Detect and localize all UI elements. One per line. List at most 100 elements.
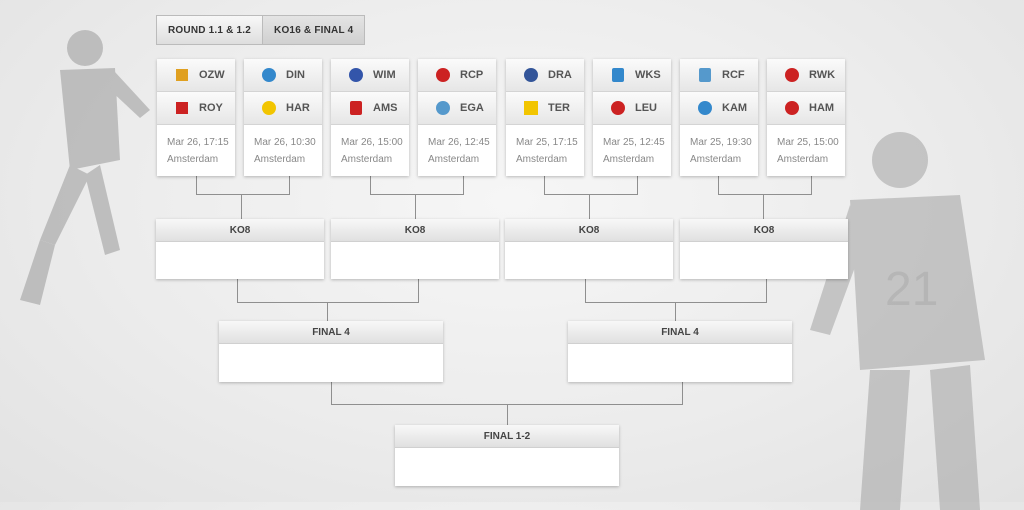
- team-code: EGA: [460, 102, 484, 114]
- match-venue: Amsterdam: [690, 154, 742, 165]
- team-row-home[interactable]: RCP: [418, 59, 496, 92]
- match-venue: Amsterdam: [254, 154, 306, 165]
- match-date: Mar 25, 17:15: [516, 137, 578, 148]
- team-row-away[interactable]: AMS: [331, 92, 409, 125]
- team-code: KAM: [722, 102, 748, 114]
- team-row-home[interactable]: DIN: [244, 59, 322, 92]
- team-logo-icon: [176, 102, 188, 114]
- team-row-home[interactable]: WIM: [331, 59, 409, 92]
- team-code: RCF: [722, 69, 745, 81]
- match-info: Mar 25, 17:15 Amsterdam: [506, 125, 584, 168]
- match-venue: Amsterdam: [603, 154, 655, 165]
- team-code: WIM: [373, 69, 396, 81]
- ko8-label: KO8: [680, 219, 848, 242]
- final4-label: FINAL 4: [219, 321, 443, 344]
- team-code: TER: [548, 102, 570, 114]
- match-date: Mar 26, 10:30: [254, 137, 316, 148]
- team-row-away[interactable]: LEU: [593, 92, 671, 125]
- team-code: WKS: [635, 69, 661, 81]
- team-row-away[interactable]: HAR: [244, 92, 322, 125]
- team-logo-icon: [349, 68, 363, 82]
- team-row-away[interactable]: EGA: [418, 92, 496, 125]
- match-info: Mar 25, 15:00 Amsterdam: [767, 125, 845, 168]
- ko8-slot[interactable]: KO8: [156, 219, 324, 279]
- match-card[interactable]: DRA TER Mar 25, 17:15 Amsterdam: [506, 59, 584, 176]
- team-row-home[interactable]: WKS: [593, 59, 671, 92]
- team-code: RWK: [809, 69, 836, 81]
- ko8-slot[interactable]: KO8: [505, 219, 673, 279]
- team-code: OZW: [199, 69, 225, 81]
- team-row-away[interactable]: TER: [506, 92, 584, 125]
- match-venue: Amsterdam: [167, 154, 219, 165]
- match-venue: Amsterdam: [341, 154, 393, 165]
- team-logo-icon: [785, 68, 799, 82]
- team-row-home[interactable]: RCF: [680, 59, 758, 92]
- match-info: Mar 25, 12:45 Amsterdam: [593, 125, 671, 168]
- team-row-home[interactable]: OZW: [157, 59, 235, 92]
- ko8-label: KO8: [505, 219, 673, 242]
- final-slot[interactable]: FINAL 1-2: [395, 425, 619, 486]
- player-silhouette-right: 21: [810, 132, 985, 510]
- match-card[interactable]: RCF KAM Mar 25, 19:30 Amsterdam: [680, 59, 758, 176]
- svg-text:21: 21: [885, 263, 938, 316]
- team-row-home[interactable]: DRA: [506, 59, 584, 92]
- match-date: Mar 26, 15:00: [341, 137, 403, 148]
- team-logo-icon: [785, 101, 799, 115]
- match-venue: Amsterdam: [516, 154, 568, 165]
- round-tabs: ROUND 1.1 & 1.2 KO16 & FINAL 4: [156, 15, 366, 45]
- match-venue: Amsterdam: [428, 154, 480, 165]
- team-code: ROY: [199, 102, 223, 114]
- match-info: Mar 26, 17:15 Amsterdam: [157, 125, 235, 168]
- final4-slot[interactable]: FINAL 4: [219, 321, 443, 382]
- team-code: LEU: [635, 102, 657, 114]
- match-date: Mar 25, 15:00: [777, 137, 839, 148]
- match-card[interactable]: DIN HAR Mar 26, 10:30 Amsterdam: [244, 59, 322, 176]
- team-code: DIN: [286, 69, 305, 81]
- match-date: Mar 25, 12:45: [603, 137, 665, 148]
- team-code: HAM: [809, 102, 835, 114]
- match-venue: Amsterdam: [777, 154, 829, 165]
- team-logo-icon: [611, 101, 625, 115]
- match-info: Mar 26, 15:00 Amsterdam: [331, 125, 409, 168]
- team-logo-icon: [698, 101, 712, 115]
- team-logo-icon: [612, 68, 624, 82]
- match-card[interactable]: OZW ROY Mar 26, 17:15 Amsterdam: [157, 59, 235, 176]
- final4-label: FINAL 4: [568, 321, 792, 344]
- team-row-away[interactable]: ROY: [157, 92, 235, 125]
- match-card[interactable]: WKS LEU Mar 25, 12:45 Amsterdam: [593, 59, 671, 176]
- match-date: Mar 26, 12:45: [428, 137, 490, 148]
- team-row-home[interactable]: RWK: [767, 59, 845, 92]
- tab-ko16-final4[interactable]: KO16 & FINAL 4: [263, 15, 366, 45]
- team-row-away[interactable]: HAM: [767, 92, 845, 125]
- team-code: DRA: [548, 69, 572, 81]
- team-logo-icon: [524, 68, 538, 82]
- team-code: AMS: [373, 102, 398, 114]
- team-logo-icon: [262, 68, 276, 82]
- tab-round-1[interactable]: ROUND 1.1 & 1.2: [156, 15, 264, 45]
- match-date: Mar 25, 19:30: [690, 137, 752, 148]
- match-info: Mar 25, 19:30 Amsterdam: [680, 125, 758, 168]
- final-label: FINAL 1-2: [395, 425, 619, 448]
- team-code: HAR: [286, 102, 310, 114]
- team-logo-icon: [350, 101, 362, 115]
- match-card[interactable]: RCP EGA Mar 26, 12:45 Amsterdam: [418, 59, 496, 176]
- ko8-label: KO8: [156, 219, 324, 242]
- team-code: RCP: [460, 69, 484, 81]
- team-logo-icon: [176, 69, 188, 81]
- team-logo-icon: [436, 101, 450, 115]
- match-date: Mar 26, 17:15: [167, 137, 229, 148]
- ko8-label: KO8: [331, 219, 499, 242]
- ko8-slot[interactable]: KO8: [680, 219, 848, 279]
- match-info: Mar 26, 10:30 Amsterdam: [244, 125, 322, 168]
- player-silhouette-left: [20, 30, 150, 305]
- final4-slot[interactable]: FINAL 4: [568, 321, 792, 382]
- team-logo-icon: [262, 101, 276, 115]
- team-logo-icon: [699, 68, 711, 82]
- match-card[interactable]: RWK HAM Mar 25, 15:00 Amsterdam: [767, 59, 845, 176]
- match-card[interactable]: WIM AMS Mar 26, 15:00 Amsterdam: [331, 59, 409, 176]
- match-info: Mar 26, 12:45 Amsterdam: [418, 125, 496, 168]
- team-row-away[interactable]: KAM: [680, 92, 758, 125]
- team-logo-icon: [436, 68, 450, 82]
- ko8-slot[interactable]: KO8: [331, 219, 499, 279]
- team-logo-icon: [524, 101, 538, 115]
